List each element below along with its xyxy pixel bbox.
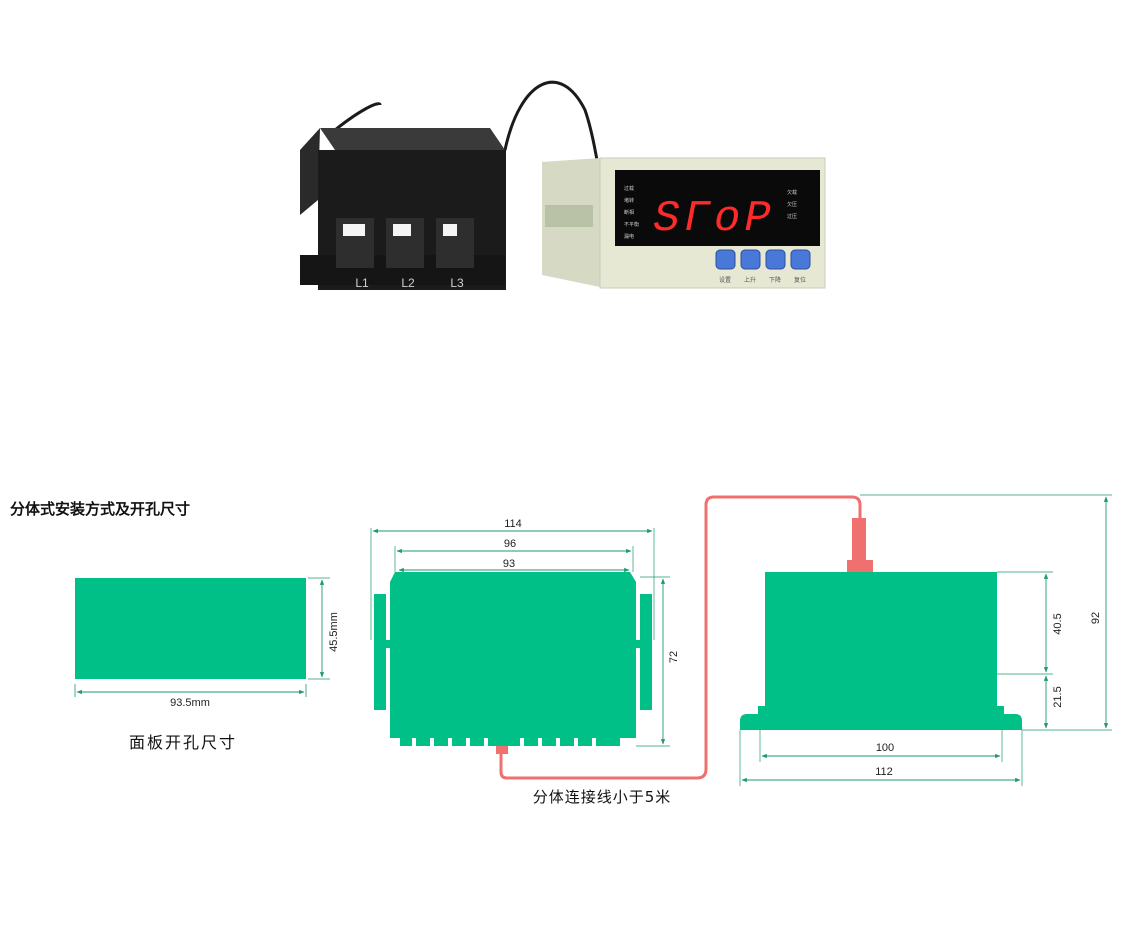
- down-button-label: 下降: [769, 276, 781, 284]
- front-view-diagram: 114 96 93 72: [370, 518, 680, 747]
- side-dim-21-5: 21.5: [1052, 686, 1064, 707]
- ct-label-l3: L3: [450, 276, 464, 290]
- side-dim-112: 112: [875, 766, 893, 778]
- side-view-body: [765, 572, 997, 714]
- indicator-left-4: 不平衡: [624, 221, 639, 228]
- connector-top: [852, 518, 866, 562]
- ct-label-l1: L1: [355, 276, 369, 290]
- front-dim-96: 96: [504, 538, 516, 550]
- indicator-right-1: 欠载: [787, 189, 797, 196]
- cable-caption: 分体连接线小于5米: [533, 788, 672, 806]
- cutout-rect: [75, 578, 306, 679]
- controller-panel-icon: 过载 堵转 断相 不平衡 漏电 SΓoP 欠载 欠压 过压 设置 上升 下降 复…: [542, 157, 826, 289]
- front-view-body: [390, 572, 636, 746]
- side-dim-40-5: 40.5: [1052, 613, 1064, 634]
- cable-icon: [334, 80, 599, 161]
- cutout-height-label: 45.5mm: [328, 612, 340, 652]
- front-dim-93: 93: [503, 558, 515, 570]
- front-dim-72: 72: [668, 651, 680, 663]
- up-button[interactable]: [740, 249, 761, 270]
- indicator-left-2: 堵转: [624, 197, 634, 204]
- reset-button[interactable]: [790, 249, 811, 270]
- led-display: SΓoP: [653, 194, 775, 244]
- side-dim-100: 100: [876, 742, 894, 754]
- down-button[interactable]: [765, 249, 786, 270]
- ct-block-icon: L1 L2 L3: [300, 80, 599, 290]
- up-button-label: 上升: [744, 276, 756, 284]
- section-title: 分体式安装方式及开孔尺寸: [10, 500, 190, 518]
- front-dim-114: 114: [504, 518, 522, 530]
- connection-cable: [499, 495, 862, 780]
- cutout-caption: 面板开孔尺寸: [129, 733, 237, 752]
- indicator-left-3: 断相: [624, 209, 634, 216]
- set-button[interactable]: [715, 249, 736, 270]
- indicator-right-2: 欠压: [787, 201, 797, 208]
- indicator-right-3: 过压: [787, 213, 797, 220]
- ct-label-l2: L2: [401, 276, 415, 290]
- side-view-flange: [740, 714, 1022, 730]
- panel-cutout-diagram: 93.5mm 45.5mm 面板开孔尺寸: [74, 577, 340, 752]
- reset-button-label: 复位: [794, 276, 806, 284]
- side-view-diagram: 92 40.5 21.5 100 112: [739, 494, 1112, 786]
- indicator-left-1: 过载: [624, 185, 634, 192]
- set-button-label: 设置: [719, 276, 731, 284]
- indicator-left-5: 漏电: [624, 233, 634, 240]
- side-dim-92: 92: [1090, 612, 1102, 624]
- cutout-width-label: 93.5mm: [170, 697, 210, 709]
